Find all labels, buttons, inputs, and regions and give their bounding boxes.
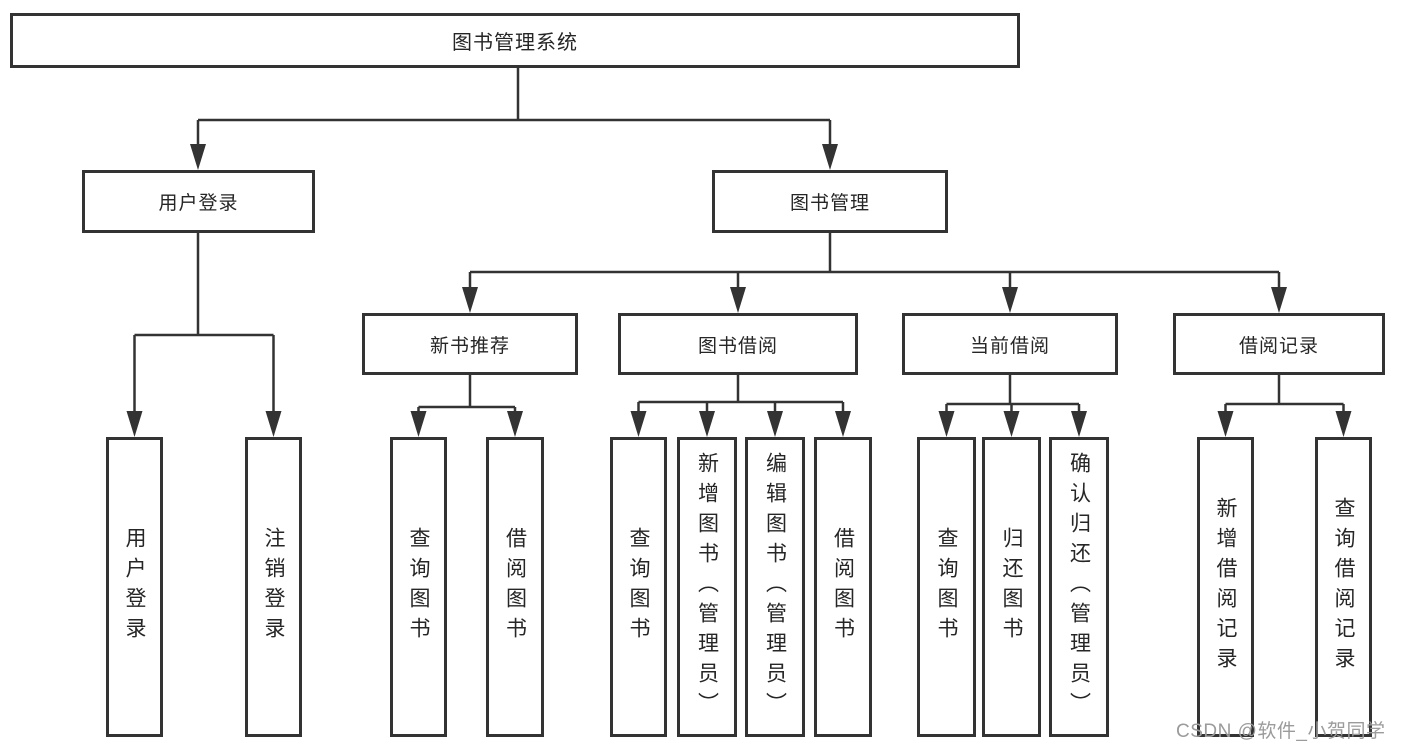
connector-new-book-recommend [410, 375, 523, 437]
arrow-down-icon [822, 144, 838, 170]
leaf-label: 借阅图书 [503, 527, 527, 647]
arrow-down-icon [1217, 411, 1234, 437]
arrow-down-icon [410, 411, 427, 437]
leaf-edit-book-admin: 编辑图书（管理员） [745, 437, 805, 737]
arrow-down-icon [730, 287, 746, 313]
leaf-label: 注销登录 [262, 527, 285, 647]
csdn-watermark: CSDN @软件_小贺同学 [1176, 721, 1386, 742]
leaf-label: 新增图书（管理员） [695, 452, 719, 722]
leaf-label: 查询图书 [407, 527, 430, 647]
arrow-down-icon [462, 287, 478, 313]
node-library-management-system: 图书管理系统 [10, 13, 1020, 68]
leaf-borrow-books-recommend: 借阅图书 [486, 437, 544, 737]
leaf-logout: 注销登录 [245, 437, 302, 737]
leaf-label: 查询借阅记录 [1332, 497, 1355, 677]
arrow-down-icon [767, 411, 783, 437]
leaf-return-book: 归还图书 [982, 437, 1041, 737]
arrow-down-icon [1003, 411, 1020, 437]
arrow-down-icon [507, 411, 523, 437]
node-borrow-records: 借阅记录 [1173, 313, 1385, 375]
node-current-borrow: 当前借阅 [902, 313, 1118, 375]
leaf-label: 查询图书 [627, 527, 650, 647]
leaf-user-login: 用户登录 [106, 437, 163, 737]
leaf-query-borrow-record: 查询借阅记录 [1315, 437, 1372, 737]
arrow-down-icon [1335, 411, 1352, 437]
leaf-label: 查询图书 [935, 527, 958, 647]
connector-borrow-records [1217, 375, 1352, 437]
node-new-book-recommend: 新书推荐 [362, 313, 578, 375]
arrow-down-icon [699, 411, 715, 437]
leaf-label: 归还图书 [1000, 527, 1023, 647]
node-book-management: 图书管理 [712, 170, 948, 233]
arrow-down-icon [190, 144, 206, 170]
arrow-down-icon [938, 411, 955, 437]
connector-root [190, 68, 838, 170]
leaf-label: 新增借阅记录 [1214, 497, 1237, 677]
leaf-label: 借阅图书 [831, 527, 855, 647]
connector-book-management [462, 233, 1287, 313]
leaf-label: 用户登录 [123, 527, 146, 647]
leaf-query-books-current: 查询图书 [917, 437, 976, 737]
node-book-borrow: 图书借阅 [618, 313, 858, 375]
arrow-down-icon [126, 411, 143, 437]
connector-book-borrow [630, 375, 851, 437]
leaf-label: 确认归还（管理员） [1067, 452, 1091, 722]
leaf-query-books-recommend: 查询图书 [390, 437, 447, 737]
connector-user-login [126, 233, 282, 437]
leaf-borrow-books: 借阅图书 [814, 437, 872, 737]
leaf-label: 编辑图书（管理员） [763, 452, 787, 722]
arrow-down-icon [1002, 287, 1018, 313]
arrow-down-icon [1071, 411, 1087, 437]
arrow-down-icon [1271, 287, 1287, 313]
leaf-add-borrow-record: 新增借阅记录 [1197, 437, 1254, 737]
arrow-down-icon [265, 411, 282, 437]
leaf-query-books-borrow: 查询图书 [610, 437, 667, 737]
connector-current-borrow [938, 375, 1087, 437]
arrow-down-icon [630, 411, 647, 437]
leaf-confirm-return-admin: 确认归还（管理员） [1049, 437, 1109, 737]
leaf-add-book-admin: 新增图书（管理员） [677, 437, 737, 737]
node-user-login: 用户登录 [82, 170, 315, 233]
arrow-down-icon [835, 411, 851, 437]
